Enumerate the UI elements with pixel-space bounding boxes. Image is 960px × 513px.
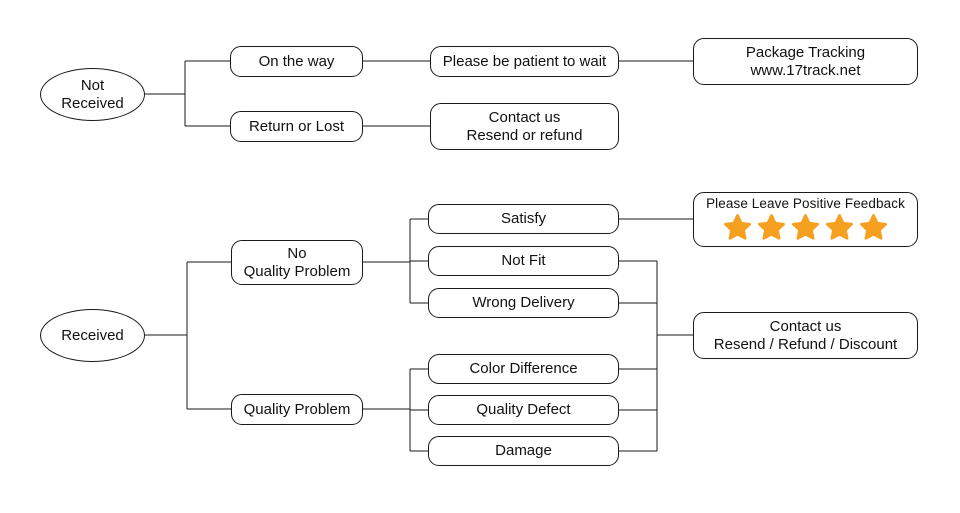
star-icon[interactable]	[826, 213, 853, 240]
feedback-label: Please Leave Positive Feedback	[706, 196, 905, 211]
node-quality-defect[interactable]: Quality Defect	[428, 395, 619, 425]
node-quality-problem[interactable]: Quality Problem	[231, 394, 363, 425]
node-received[interactable]: Received	[40, 309, 145, 362]
node-no-quality-problem[interactable]: No Quality Problem	[231, 240, 363, 285]
node-contact-resend-or-refund[interactable]: Contact us Resend or refund	[430, 103, 619, 150]
node-package-tracking[interactable]: Package Tracking www.17track.net	[693, 38, 918, 85]
star-icon[interactable]	[724, 213, 751, 240]
node-contact-resend-refund-discount[interactable]: Contact us Resend / Refund / Discount	[693, 312, 918, 359]
node-satisfy[interactable]: Satisfy	[428, 204, 619, 234]
star-rating[interactable]	[724, 213, 887, 240]
star-icon[interactable]	[860, 213, 887, 240]
feedback-inner-panel: Please Leave Positive Feedback	[697, 196, 914, 243]
node-color-difference[interactable]: Color Difference	[428, 354, 619, 384]
node-not-fit[interactable]: Not Fit	[428, 246, 619, 276]
node-not-received[interactable]: Not Received	[40, 68, 145, 121]
star-icon[interactable]	[758, 213, 785, 240]
node-on-the-way[interactable]: On the way	[230, 46, 363, 77]
star-icon[interactable]	[792, 213, 819, 240]
node-return-or-lost[interactable]: Return or Lost	[230, 111, 363, 142]
node-positive-feedback[interactable]: Please Leave Positive Feedback	[693, 192, 918, 247]
node-damage[interactable]: Damage	[428, 436, 619, 466]
node-wrong-delivery[interactable]: Wrong Delivery	[428, 288, 619, 318]
node-please-be-patient[interactable]: Please be patient to wait	[430, 46, 619, 77]
